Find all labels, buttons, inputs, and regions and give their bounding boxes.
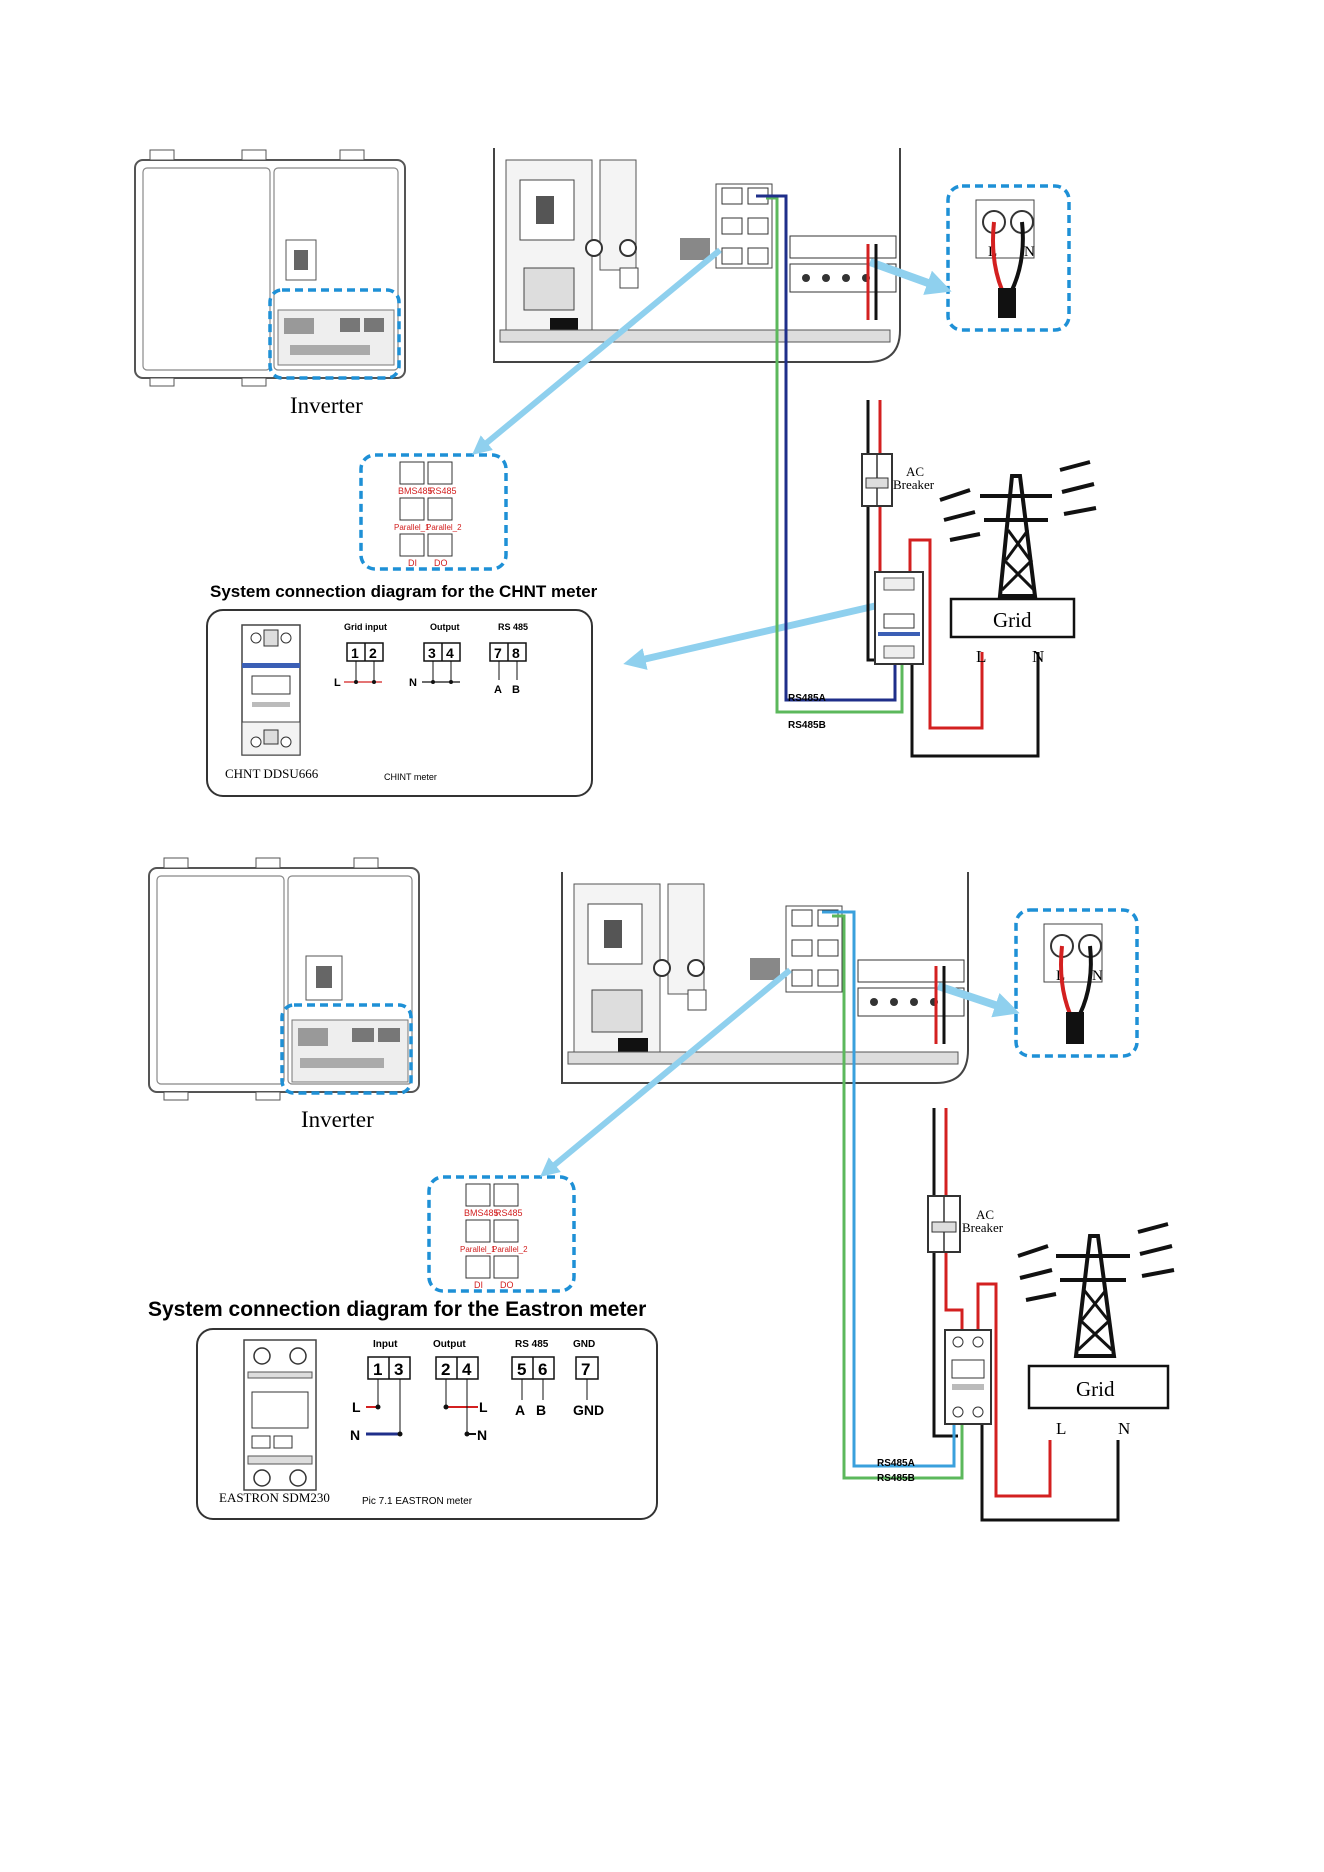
- eastron-meter-box: Input Output RS 485 GND 1 3 2 4 5 6 7: [196, 1328, 658, 1520]
- chnt-terminal-4: 4: [446, 645, 454, 661]
- transmission-tower-bottom: [1017, 1222, 1175, 1358]
- ac-breaker-label-line2-bottom: Breaker: [962, 1220, 1004, 1235]
- ac-breaker-label-line1-bottom: AC: [976, 1207, 994, 1222]
- eastron-conn-b: B: [536, 1402, 546, 1418]
- port-label-parallel-2: Parallel_2: [426, 523, 462, 532]
- port-label-parallel-2-bottom: Parallel_2: [492, 1245, 528, 1254]
- rs485b-label-top: RS485B: [788, 720, 826, 731]
- eastron-section: Inverter: [148, 857, 1175, 1522]
- grid-n-label-top: N: [1032, 647, 1044, 666]
- eastron-model-label: EASTRON SDM230: [219, 1490, 330, 1505]
- arrow-to-grid-connector-bottom: [936, 982, 1020, 1018]
- wiring-bottom: [822, 910, 1120, 1522]
- eastron-title: System connection diagram for the Eastro…: [148, 1298, 646, 1321]
- eastron-terminal-3: 3: [394, 1360, 403, 1379]
- eastron-meter-illustration: [243, 1339, 317, 1491]
- wiring-top: [756, 194, 1040, 758]
- chnt-conn-b: B: [512, 684, 520, 696]
- grid-connector-callout-bottom: L N: [1014, 908, 1139, 1058]
- grid-n-label-bottom: N: [1118, 1419, 1130, 1438]
- inverter-callout-bottom: [280, 1003, 413, 1095]
- port-callout-top: BMS485 RS485 Parallel_1 Parallel_2 DI DO: [359, 453, 508, 571]
- eastron-terminal-1: 1: [373, 1360, 382, 1379]
- port-callout-bottom: BMS485 RS485 Parallel_1 Parallel_2 DI DO: [427, 1175, 576, 1293]
- inverter-label-bottom: Inverter: [301, 1107, 374, 1132]
- inverter-panel-detail-top: [493, 148, 901, 363]
- ac-breaker-label-line1: AC: [906, 464, 924, 479]
- ac-breaker-top: [861, 453, 893, 507]
- eastron-terminal-7: 7: [581, 1360, 590, 1379]
- inverter-panel-detail-bottom: [561, 872, 969, 1084]
- grid-label-top: Grid: [993, 608, 1032, 632]
- eastron-input-n-label: N: [350, 1427, 360, 1443]
- inverter-overview-bottom: [148, 857, 420, 1101]
- connector-n-label: N: [1024, 244, 1035, 260]
- rs485a-label-bottom: RS485A: [877, 1458, 915, 1469]
- port-label-rs485-bottom: RS485: [495, 1208, 523, 1218]
- eastron-terminal-5: 5: [517, 1360, 526, 1379]
- chnt-terminal-8: 8: [512, 645, 520, 661]
- eastron-header-gnd: GND: [573, 1339, 595, 1350]
- grid-l-label-top: L: [976, 647, 986, 666]
- eastron-input-l-label: L: [352, 1399, 361, 1415]
- eastron-caption: Pic 7.1 EASTRON meter: [362, 1496, 473, 1507]
- grid-box-top: [949, 597, 1076, 639]
- chnt-header-rs485: RS 485: [498, 622, 528, 632]
- ac-breaker-label-line2: Breaker: [893, 477, 935, 492]
- arrow-to-port-callout-bottom: [540, 967, 792, 1177]
- arrow-to-meter-box-top: [623, 602, 876, 670]
- transmission-tower-top: [939, 460, 1097, 598]
- eastron-header-input: Input: [373, 1339, 398, 1350]
- connector-n-label-bottom: N: [1092, 968, 1103, 984]
- inverter-overview-top: [134, 149, 406, 387]
- grid-l-label-bottom: L: [1056, 1419, 1066, 1438]
- inverter-callout-top: [268, 288, 401, 380]
- chnt-header-grid-input: Grid input: [344, 622, 387, 632]
- chnt-header-output: Output: [430, 622, 460, 632]
- chnt-caption: CHINT meter: [384, 772, 437, 782]
- chnt-terminal-3: 3: [428, 645, 436, 661]
- chnt-section: Inverter: [134, 148, 1097, 797]
- eastron-output-n-label: N: [477, 1427, 487, 1443]
- chnt-conn-a: A: [494, 684, 502, 696]
- eastron-gnd-label: GND: [573, 1402, 604, 1418]
- chnt-terminal-2: 2: [369, 645, 377, 661]
- ac-breaker-bottom: [927, 1195, 961, 1253]
- grid-box-bottom: [1027, 1364, 1170, 1410]
- eastron-output-l-label: L: [479, 1399, 488, 1415]
- arrow-to-port-callout-top: [472, 247, 722, 455]
- port-label-di-bottom: DI: [474, 1280, 483, 1290]
- arrow-to-grid-connector-top: [868, 258, 952, 295]
- chnt-model-label: CHNT DDSU666: [225, 766, 319, 781]
- eastron-header-rs485: RS 485: [515, 1339, 549, 1350]
- inverter-label: Inverter: [290, 393, 363, 418]
- chnt-title: System connection diagram for the CHNT m…: [210, 582, 598, 601]
- chnt-meter-box: Grid input Output RS 485 1 2 3 4 7 8 L: [206, 609, 593, 797]
- port-label-do: DO: [434, 558, 448, 568]
- eastron-meter-wiring-device: [944, 1329, 992, 1425]
- eastron-terminal-2: 2: [441, 1360, 450, 1379]
- port-label-bms485-bottom: BMS485: [464, 1208, 499, 1218]
- grid-connector-callout-top: L N: [946, 184, 1071, 332]
- chnt-meter-illustration: [241, 624, 301, 756]
- port-label-do-bottom: DO: [500, 1280, 514, 1290]
- port-label-bms485: BMS485: [398, 486, 433, 496]
- chnt-terminal-7: 7: [494, 645, 502, 661]
- port-label-rs485: RS485: [429, 486, 457, 496]
- eastron-conn-a: A: [515, 1402, 525, 1418]
- eastron-terminal-4: 4: [462, 1360, 472, 1379]
- grid-label-bottom: Grid: [1076, 1377, 1115, 1401]
- port-label-parallel-1-bottom: Parallel_1: [460, 1245, 496, 1254]
- chnt-meter-wiring-device: [874, 571, 924, 665]
- eastron-header-output: Output: [433, 1339, 466, 1350]
- rs485b-label-bottom: RS485B: [877, 1473, 915, 1484]
- chnt-terminal-1: 1: [351, 645, 359, 661]
- rs485a-label-top: RS485A: [788, 693, 826, 704]
- port-label-di: DI: [408, 558, 417, 568]
- port-label-parallel-1: Parallel_1: [394, 523, 430, 532]
- eastron-terminal-6: 6: [538, 1360, 547, 1379]
- chnt-l-label: L: [334, 677, 341, 689]
- chnt-n-label: N: [409, 677, 417, 689]
